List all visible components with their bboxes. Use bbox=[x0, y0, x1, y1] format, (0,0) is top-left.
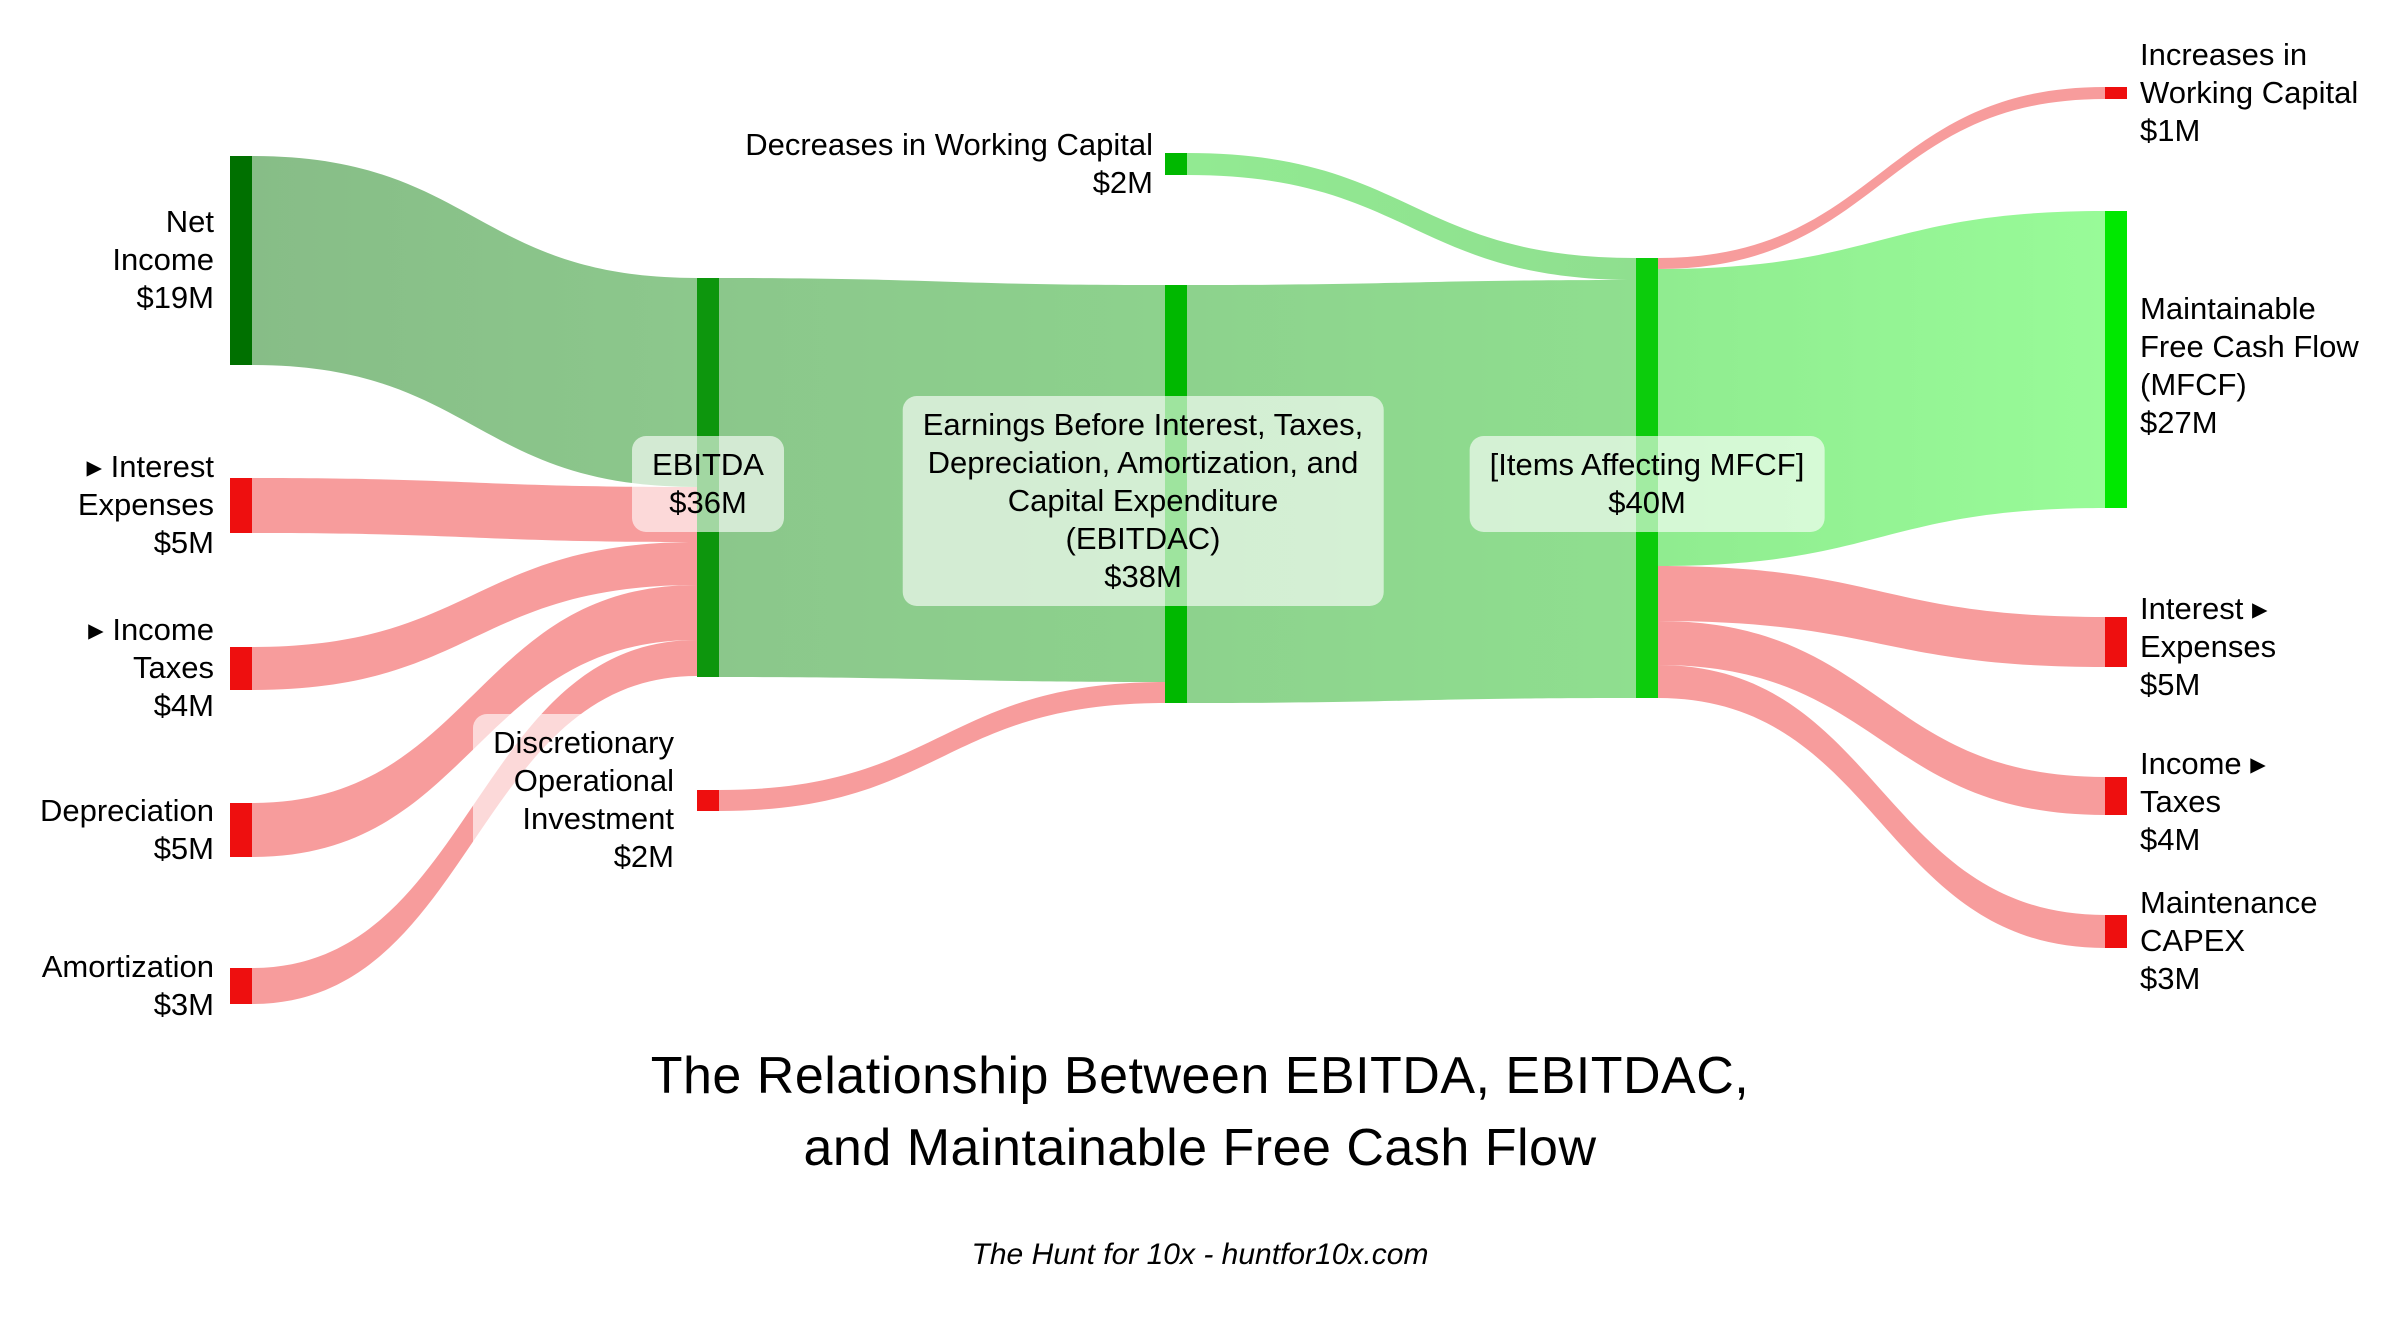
chart-source: The Hunt for 10x - huntfor10x.com bbox=[971, 1238, 1429, 1271]
node-decreases-in-working-capital bbox=[1165, 153, 1187, 175]
label-ebitda: EBITDA $36M bbox=[632, 436, 784, 532]
label-line: Earnings Before Interest, Taxes, bbox=[922, 407, 1364, 442]
chart-title-line: and Maintainable Free Cash Flow bbox=[803, 1119, 1597, 1177]
flow-discretionary-operational-investment-to-ebitdac bbox=[719, 682, 1165, 811]
label-income-taxes-in: ▸ Income Taxes $4M bbox=[88, 611, 214, 725]
label-line: $5M bbox=[2140, 667, 2201, 702]
label-line: (MFCF) bbox=[2140, 367, 2247, 402]
label-line: Maintenance bbox=[2140, 885, 2318, 920]
label-line: Taxes bbox=[2140, 784, 2221, 819]
node-depreciation bbox=[230, 803, 252, 857]
flow-income-taxes-to-ebitda bbox=[252, 542, 697, 690]
label-line: $5M bbox=[153, 831, 214, 866]
label-increases-in-working-capital: Increases in Working Capital $1M bbox=[2140, 36, 2358, 150]
label-line: $19M bbox=[136, 280, 214, 315]
label-interest-expenses-in: ▸ Interest Expenses $5M bbox=[78, 448, 214, 562]
label-line: Free Cash Flow bbox=[2140, 329, 2359, 364]
label-line: $4M bbox=[2140, 822, 2201, 857]
label-maintenance-capex: Maintenance CAPEX $3M bbox=[2140, 884, 2318, 998]
flow-decreases-in-working-capital-to-items bbox=[1187, 153, 1636, 280]
label-line: EBITDA bbox=[652, 447, 764, 482]
label-line: Capital Expenditure bbox=[1007, 483, 1279, 518]
flow-items-to-income-taxes bbox=[1658, 621, 2105, 815]
node-interest-expenses-out bbox=[2105, 617, 2127, 667]
label-line: Decreases in Working Capital bbox=[745, 127, 1153, 162]
flow-items-to-maintenance-capex bbox=[1658, 665, 2105, 948]
label-line: $4M bbox=[153, 688, 214, 723]
node-discretionary-operational-investment bbox=[697, 790, 719, 811]
label-line: Increases in bbox=[2140, 37, 2308, 72]
chart-title: The Relationship Between EBITDA, EBITDAC… bbox=[0, 1040, 2400, 1184]
label-line: ▸ Income bbox=[88, 612, 214, 647]
label-line: Depreciation bbox=[39, 793, 214, 828]
label-decreases-in-working-capital: Decreases in Working Capital $2M bbox=[745, 126, 1153, 202]
node-mfcf bbox=[2105, 211, 2127, 508]
node-interest-expenses-in bbox=[230, 478, 252, 533]
node-income-taxes-out bbox=[2105, 777, 2127, 815]
label-line: $3M bbox=[153, 987, 214, 1022]
label-line: $3M bbox=[2140, 961, 2201, 996]
label-line: CAPEX bbox=[2140, 923, 2246, 958]
label-line: Maintainable bbox=[2140, 291, 2316, 326]
label-items-affecting-mfcf: [Items Affecting MFCF] $40M bbox=[1469, 436, 1825, 532]
label-line: (EBITDAC) bbox=[1065, 521, 1221, 556]
label-line: Net bbox=[165, 204, 214, 239]
label-line: Operational bbox=[513, 763, 674, 798]
label-amortization: Amortization $3M bbox=[42, 948, 214, 1024]
node-net-income bbox=[230, 156, 252, 365]
label-line: $27M bbox=[2140, 405, 2218, 440]
flow-items-to-increases-in-working-capital bbox=[1658, 87, 2105, 269]
flow-net-income-to-ebitda bbox=[252, 156, 697, 487]
label-depreciation: Depreciation $5M bbox=[40, 792, 214, 868]
label-line: Depreciation, Amortization, and bbox=[927, 445, 1359, 480]
label-line: Income bbox=[112, 242, 214, 277]
label-line: Investment bbox=[522, 801, 674, 836]
label-line: $40M bbox=[1608, 485, 1686, 520]
label-line: Expenses bbox=[77, 487, 214, 522]
label-line: $1M bbox=[2140, 113, 2201, 148]
label-mfcf: Maintainable Free Cash Flow (MFCF) $27M bbox=[2140, 290, 2359, 442]
label-ebitdac: Earnings Before Interest, Taxes, Depreci… bbox=[902, 396, 1384, 606]
label-income-taxes-out: Income ▸ Taxes $4M bbox=[2140, 745, 2266, 859]
label-line: Taxes bbox=[133, 650, 214, 685]
node-amortization bbox=[230, 968, 252, 1004]
node-increases-in-working-capital bbox=[2105, 87, 2127, 99]
node-maintenance-capex bbox=[2105, 915, 2127, 948]
label-interest-expenses-out: Interest ▸ Expenses $5M bbox=[2140, 590, 2276, 704]
label-line: Expenses bbox=[2140, 629, 2277, 664]
label-line: Discretionary bbox=[493, 725, 674, 760]
label-net-income: Net Income $19M bbox=[112, 203, 214, 317]
flow-items-to-interest-expenses bbox=[1658, 566, 2105, 667]
node-income-taxes-in bbox=[230, 647, 252, 690]
label-line: $38M bbox=[1104, 559, 1182, 594]
label-line: $2M bbox=[1092, 165, 1153, 200]
label-line: $5M bbox=[153, 525, 214, 560]
label-line: Amortization bbox=[41, 949, 214, 984]
flow-interest-expenses-to-ebitda bbox=[252, 478, 697, 542]
label-line: Interest ▸ bbox=[2140, 591, 2268, 626]
label-discretionary-operational-investment: Discretionary Operational Investment $2M bbox=[473, 714, 694, 886]
label-line: $2M bbox=[613, 839, 674, 874]
chart-title-line: The Relationship Between EBITDA, EBITDAC… bbox=[650, 1047, 1750, 1105]
label-line: $36M bbox=[669, 485, 747, 520]
label-line: Working Capital bbox=[2140, 75, 2359, 110]
label-line: [Items Affecting MFCF] bbox=[1489, 447, 1805, 482]
label-line: ▸ Interest bbox=[86, 449, 214, 484]
label-line: Income ▸ bbox=[2140, 746, 2266, 781]
